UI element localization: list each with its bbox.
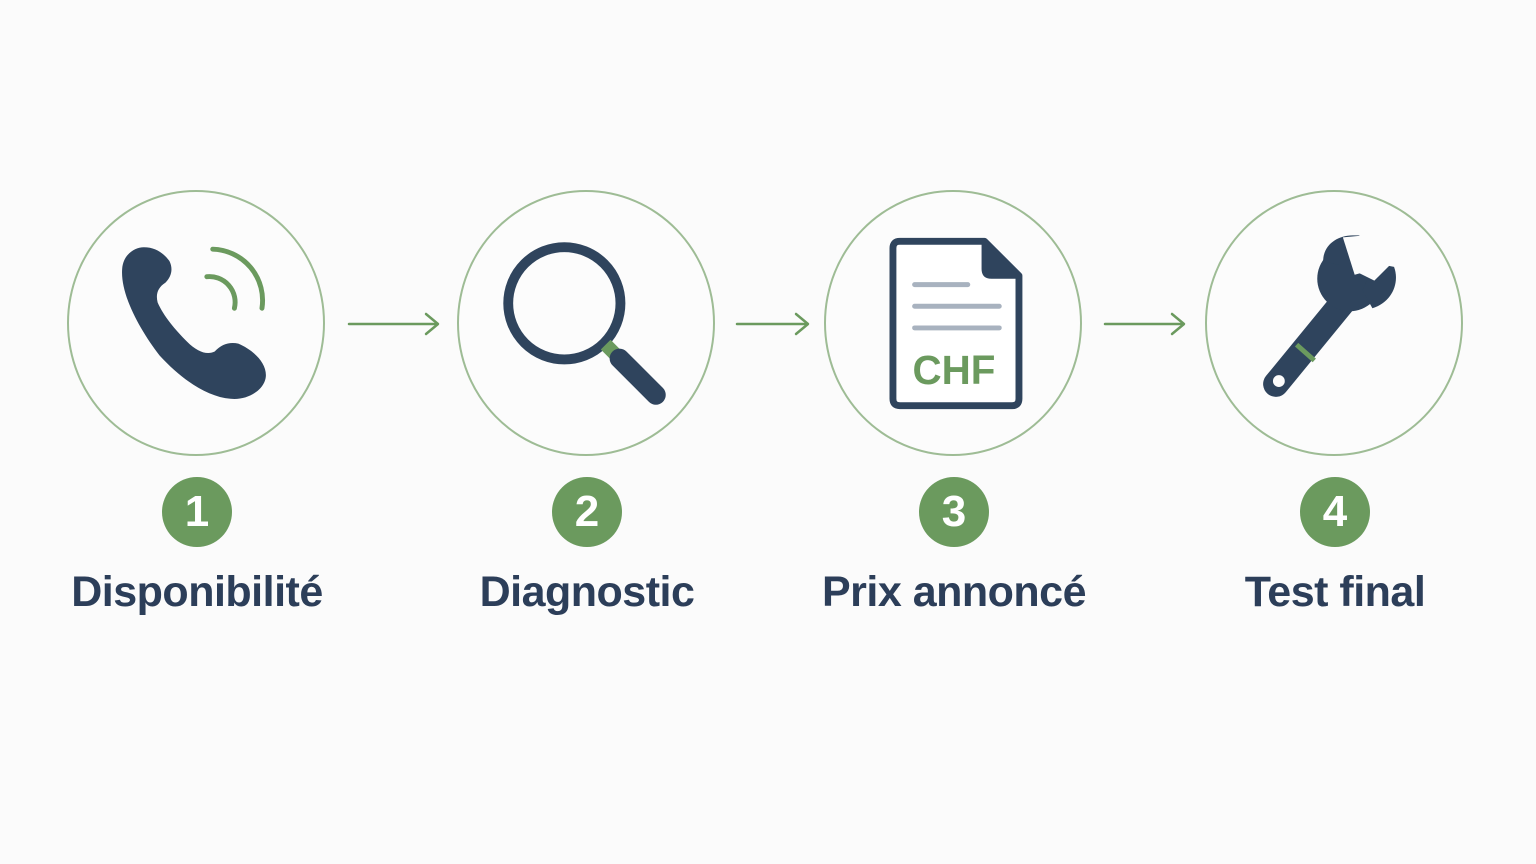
step-4-number: 4 xyxy=(1300,477,1370,547)
arrow-right-icon xyxy=(347,312,440,336)
step-4-circle xyxy=(1205,190,1463,456)
arrow-2-to-3 xyxy=(735,310,811,338)
step-3-number: 3 xyxy=(919,477,989,547)
step-1-number: 1 xyxy=(162,477,232,547)
phone-icon xyxy=(122,246,266,400)
step-4: 4 Test final xyxy=(1185,190,1485,630)
arrow-right-icon xyxy=(1103,312,1186,336)
step-2-label: Diagnostic xyxy=(479,568,695,616)
step-3-circle: CHF xyxy=(824,190,1082,456)
magnifier-icon xyxy=(503,242,666,405)
wrench-icon xyxy=(1263,235,1396,397)
step-2-number: 2 xyxy=(552,477,622,547)
arrow-right-icon xyxy=(735,312,810,336)
arrow-3-to-4 xyxy=(1103,310,1187,338)
price-document-icon: CHF xyxy=(889,237,1023,410)
step-4-label: Test final xyxy=(1244,568,1426,616)
currency-label: CHF xyxy=(913,347,996,393)
step-1-circle xyxy=(67,190,325,456)
step-3-label: Prix annoncé xyxy=(821,568,1087,616)
step-2: 2 Diagnostic xyxy=(437,190,737,630)
step-1-label: Disponibilité xyxy=(71,568,323,616)
step-2-circle xyxy=(457,190,715,456)
arrow-1-to-2 xyxy=(347,310,441,338)
step-1: 1 Disponibilité xyxy=(47,190,347,630)
step-3: CHF 3 Prix annoncé xyxy=(804,190,1104,630)
